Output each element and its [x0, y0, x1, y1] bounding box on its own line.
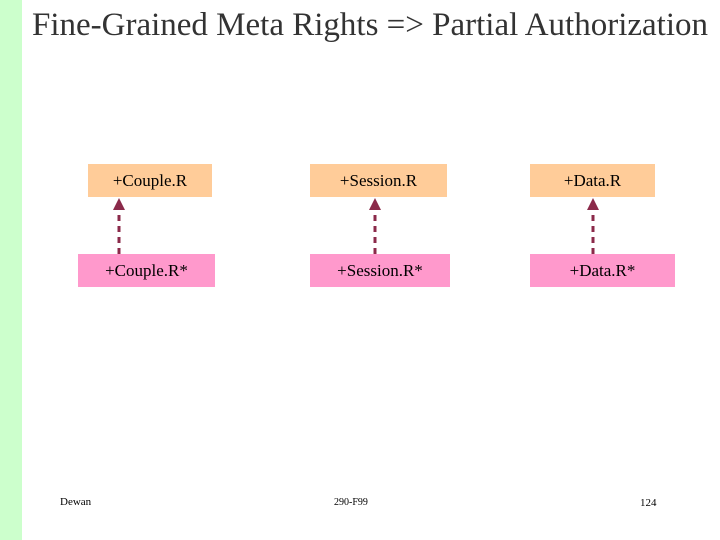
instance-right-data-label: +Data.R*: [569, 260, 636, 280]
instance-right-data-box: +Data.R*: [530, 254, 675, 287]
meta-right-session-label: +Session.R: [339, 170, 418, 190]
meta-right-couple-box: +Couple.R: [88, 164, 212, 197]
couple-arrow-icon: [113, 198, 125, 254]
meta-right-data-box: +Data.R: [530, 164, 655, 197]
meta-right-couple-label: +Couple.R: [112, 170, 188, 190]
instance-right-couple-label: +Couple.R*: [105, 260, 188, 280]
data-arrow-icon: [587, 198, 599, 254]
instance-right-couple-box: +Couple.R*: [78, 254, 215, 287]
footer-page-number: 124: [640, 497, 657, 509]
footer-author: Dewan: [60, 496, 92, 508]
meta-right-session-box: +Session.R: [310, 164, 447, 197]
instance-right-session-label: +Session.R*: [337, 260, 423, 280]
page-title: Fine-Grained Meta Rights => Partial Auth…: [31, 7, 709, 43]
session-arrow-icon: [369, 198, 381, 254]
meta-right-data-label: +Data.R: [563, 170, 622, 190]
instance-right-session-box: +Session.R*: [310, 254, 450, 287]
footer-course: 290-F99: [334, 497, 368, 508]
left-decorative-band: [0, 0, 22, 540]
